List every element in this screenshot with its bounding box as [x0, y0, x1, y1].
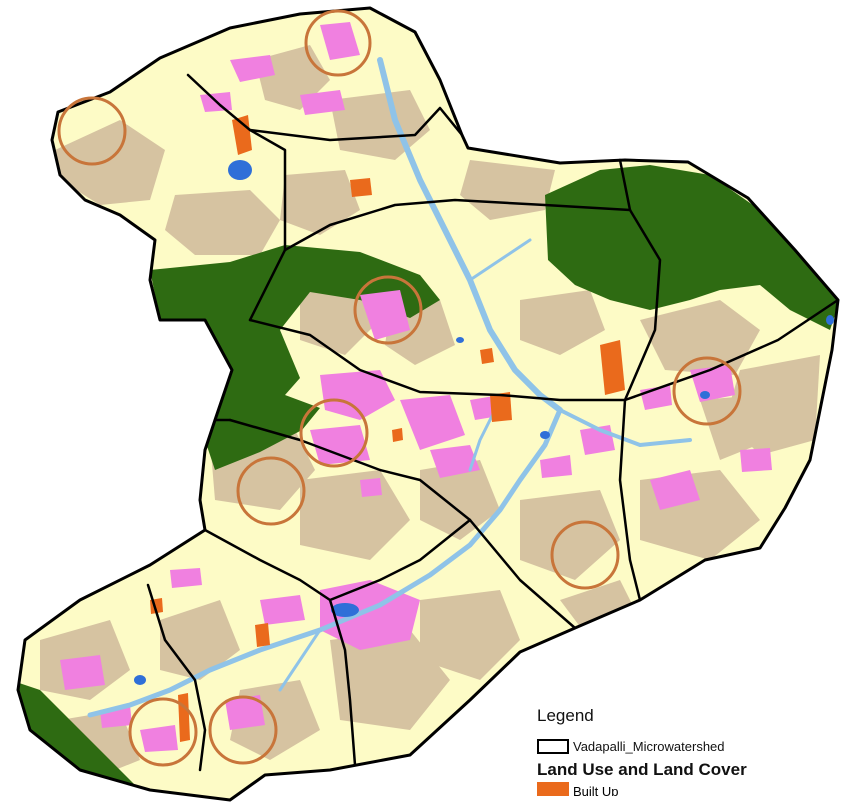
legend-item-built-up-label: Built Up: [573, 784, 619, 796]
water-bodies: [134, 160, 834, 685]
highlight-circle: [208, 695, 278, 765]
river-network: [87, 57, 692, 718]
highlight-circle: [299, 398, 369, 468]
highlight-circle: [353, 275, 423, 345]
highlight-circle: [128, 697, 198, 767]
legend-item-boundary: Vadapalli_Microwatershed: [537, 736, 837, 756]
legend-item-built-up: Built Up: [537, 782, 837, 796]
highlight-circle: [236, 456, 306, 526]
legend: Legend Vadapalli_Microwatershed Land Use…: [537, 706, 837, 806]
legend-title: Legend: [537, 706, 594, 725]
orange-fill-swatch-icon: [537, 782, 569, 796]
highlight-circle: [304, 9, 372, 77]
microwatershed-boundaries: [146, 73, 840, 772]
highlight-circles: [57, 9, 742, 767]
highlight-circle: [57, 96, 127, 166]
outline-rectangle-icon: [537, 738, 569, 754]
built-up-patches: [150, 115, 625, 742]
highlight-circle: [550, 520, 620, 590]
legend-item-boundary-label: Vadapalli_Microwatershed: [573, 738, 725, 754]
highlight-circle: [672, 356, 742, 426]
watershed-boundary: [16, 6, 840, 802]
legend-lulc-heading: Land Use and Land Cover: [537, 760, 747, 779]
